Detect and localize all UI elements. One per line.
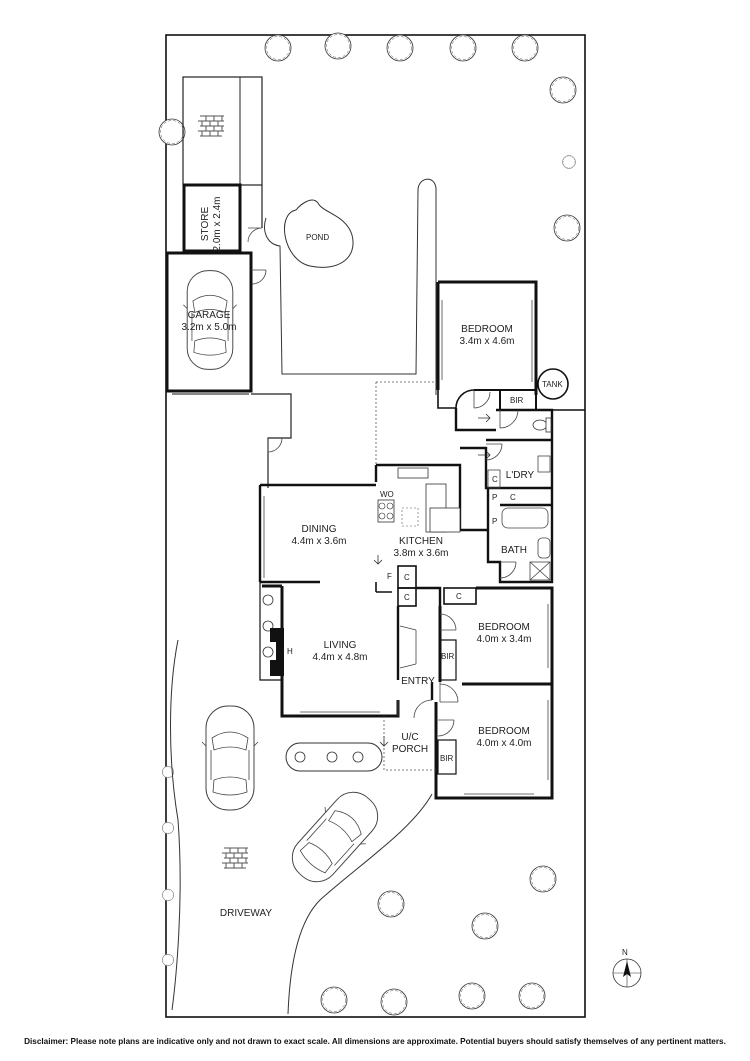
cupboard-label-hall: C [510,493,516,502]
north-label: N [622,948,628,957]
garage-label: GARAGE 3.2m x 5.0m [167,310,251,334]
bedroom-1-walls [436,280,538,395]
driveway-label: DRIVEWAY [219,908,273,919]
tank-label: TANK [542,380,563,389]
kitchen-dim: 3.8m x 3.6m [393,548,449,559]
pond [284,199,354,268]
bir-3-label: BIR [440,754,454,763]
store-dim: 2.0m x 2.4m [212,196,223,252]
bedroom-2-dim: 4.0m x 3.4m [476,634,532,645]
disclaimer: Disclaimer: Please note plans are indica… [24,1037,726,1046]
wall-oven-label: WO [380,490,394,499]
porch-line2: PORCH [391,744,429,755]
bir-2-label: BIR [441,652,455,661]
bedroom-3-walls [434,684,554,800]
pantry-label-1: P [492,493,498,502]
cupboard-label-bedroom: C [456,592,462,601]
dining-name: DINING [301,524,337,535]
living-name: LIVING [323,640,357,651]
porch-line1: U/C [401,732,419,743]
bedroom-2-label: BEDROOM 4.0m x 3.4m [456,622,552,646]
bedroom-2-name: BEDROOM [478,622,530,633]
garage-name: GARAGE [187,310,231,321]
site-boundary [165,34,586,1018]
bath-label: BATH [501,545,527,556]
entry-label: ENTRY [401,676,435,687]
bedroom-1-label: BEDROOM 3.4m x 4.6m [440,324,534,348]
bedroom-3-label: BEDROOM 4.0m x 4.0m [456,726,552,750]
store-label: STORE 2.0m x 2.4m [200,194,224,254]
pond-label: POND [306,233,330,242]
bedroom-3-name: BEDROOM [478,726,530,737]
store-name: STORE [200,206,211,242]
fridge-label: F [387,572,392,581]
kitchen-name: KITCHEN [399,536,443,547]
garage-dim: 3.2m x 5.0m [181,322,237,333]
compass-icon [612,958,642,988]
bedroom-3-dim: 4.0m x 4.0m [476,738,532,749]
dining-label: DINING 4.4m x 3.6m [262,524,376,548]
cupboard-label-kitchen-2: C [404,593,410,602]
bedroom-1-name: BEDROOM [461,324,513,335]
pantry-label-2: P [492,517,498,526]
cupboard-label-laundry: C [492,475,498,484]
living-label: LIVING 4.4m x 4.8m [284,640,396,664]
store-room [182,183,242,253]
laundry-label: L'DRY [505,470,535,481]
cupboard-label-kitchen-1: C [404,573,410,582]
heater-label: H [287,647,293,656]
bir-1-label: BIR [510,396,524,405]
water-tank [537,368,569,400]
kitchen-label: KITCHEN 3.8m x 3.6m [376,536,466,560]
porch-label: U/C PORCH [384,732,436,756]
bedroom-1-dim: 3.4m x 4.6m [459,336,515,347]
dining-dim: 4.4m x 3.6m [291,536,347,547]
living-dim: 4.4m x 4.8m [312,652,368,663]
